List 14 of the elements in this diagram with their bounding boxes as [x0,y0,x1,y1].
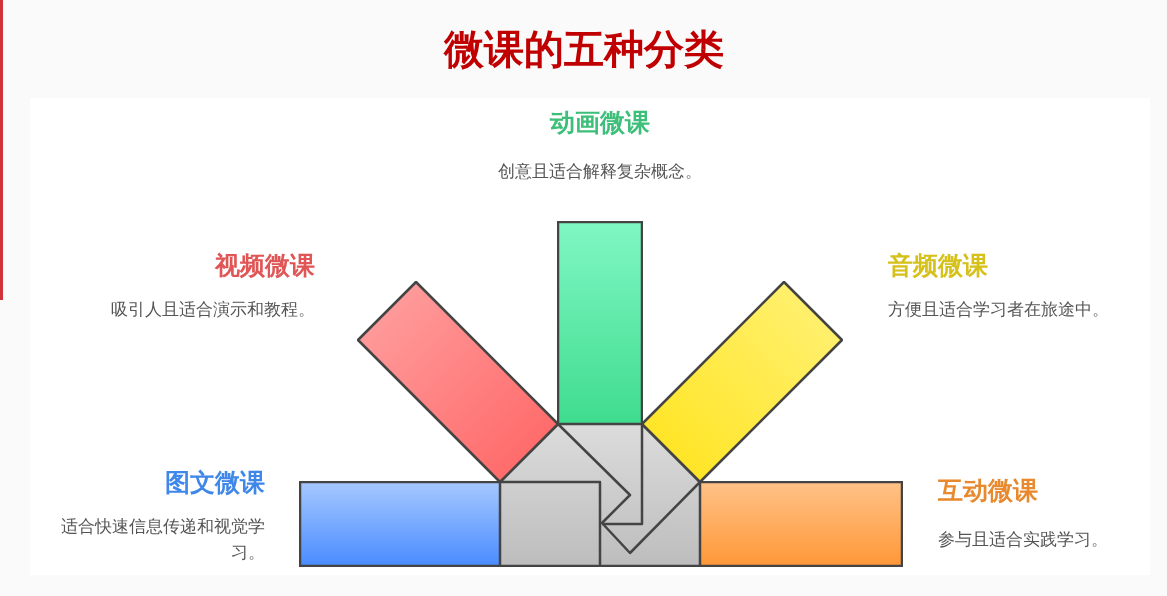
description-text: 参与且适合实践学习。 [938,528,1109,551]
category-heading: 动画微课 [548,107,651,139]
category-heading: 互动微课 [938,475,1039,507]
category-heading: 图文微课 [164,467,265,499]
description-text: 创意且适合解释复杂概念。 [497,160,703,183]
bar-shape [299,481,501,567]
description-text: 方便且适合学习者在旅途中。 [888,298,1110,321]
description-text: 吸引人且适合演示和教程。 [110,298,315,321]
category-heading: 音频微课 [888,250,989,282]
title: 微课的五种分类 [442,25,725,74]
bar-shape [699,481,903,567]
category-heading: 视频微课 [213,250,315,282]
bar-shape [557,221,643,425]
description-text: 适合快速信息传递和视觉学习。 [60,515,265,564]
